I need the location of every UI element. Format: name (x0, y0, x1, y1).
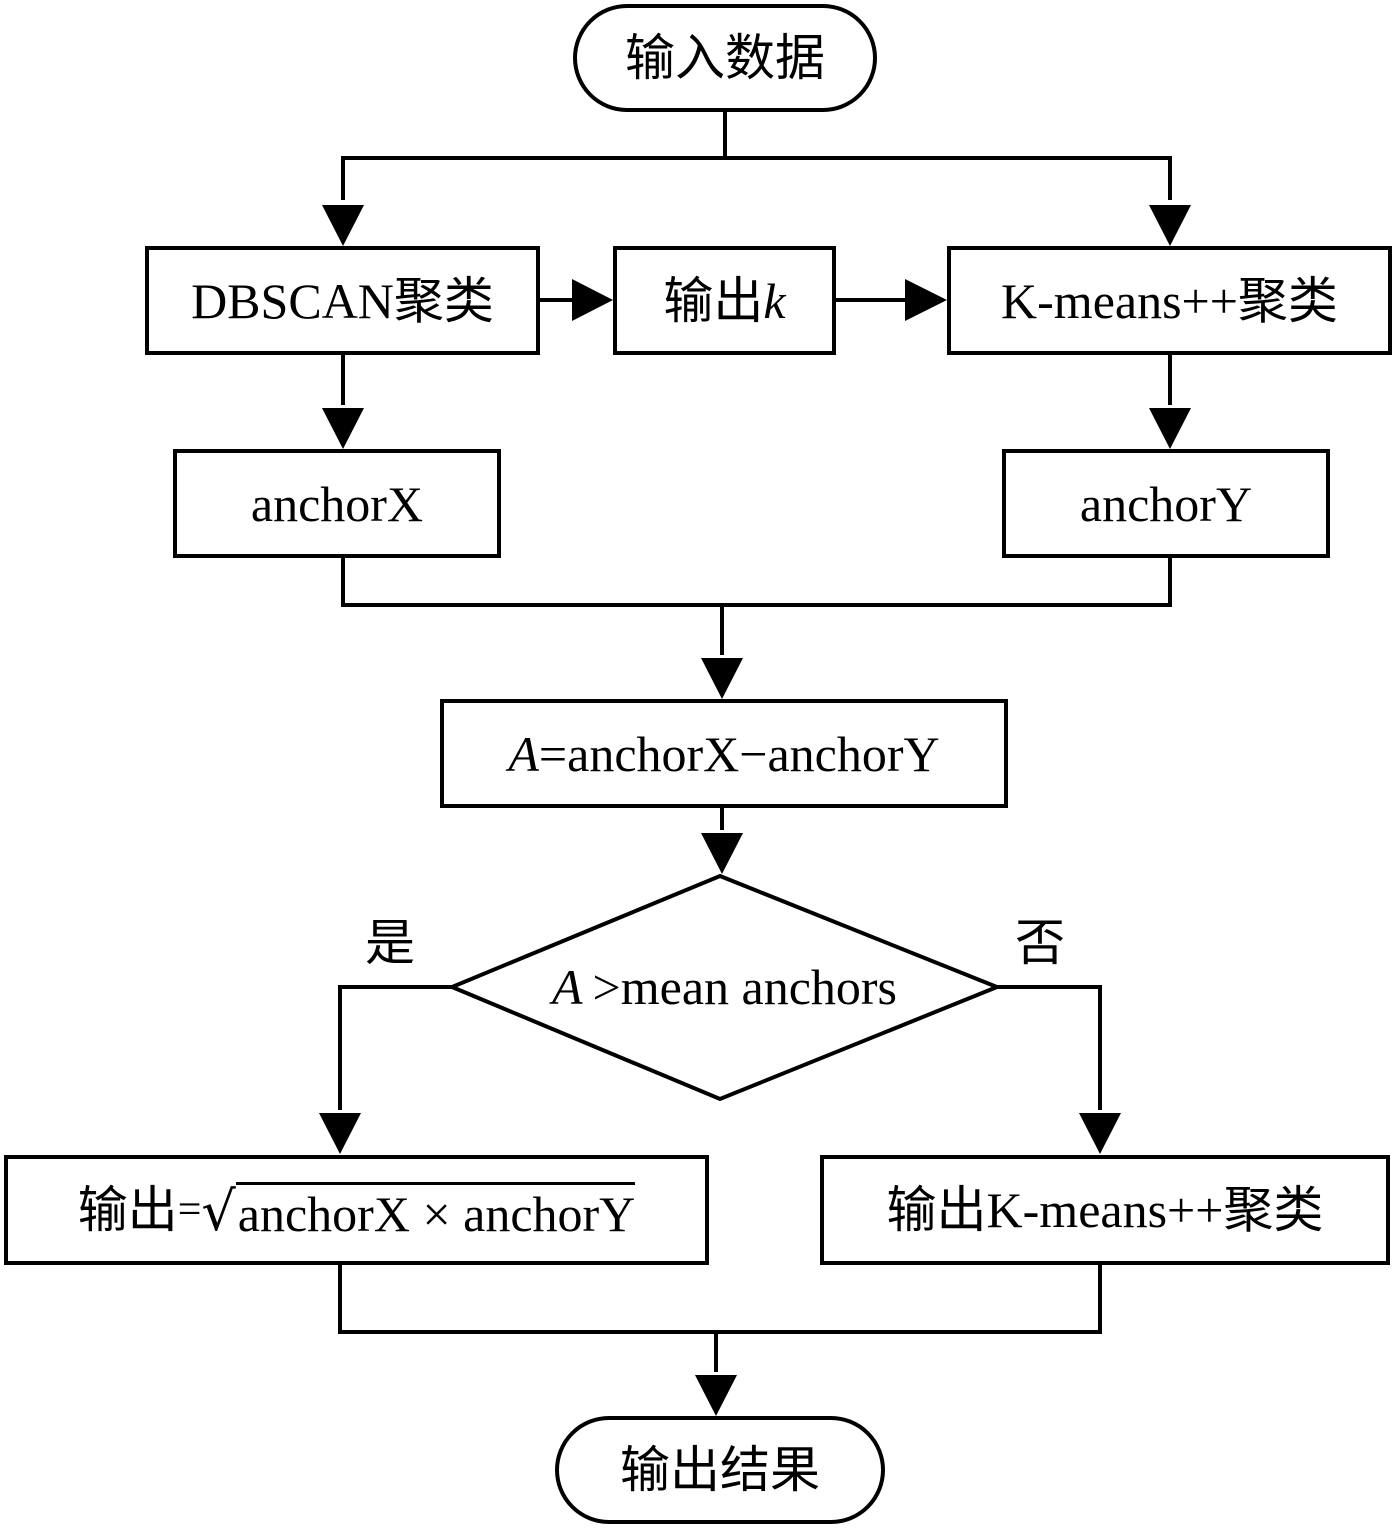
connector-input-split-right (725, 156, 1172, 200)
output-sqrt-radicand: anchorX × anchorY (235, 1181, 636, 1239)
branch-no-label: 否 (1015, 915, 1065, 971)
output-sqrt-box: 输出 = √ anchorX × anchorY (4, 1155, 709, 1265)
arrowhead-anchorx (322, 408, 364, 449)
output-k-var: k (763, 272, 786, 329)
decision-rest: >mean anchors (592, 959, 897, 1015)
sqrt-expression: √ anchorX × anchorY (201, 1179, 636, 1243)
formula-var: A (508, 725, 539, 782)
output-k-prefix: 输出 (663, 272, 764, 329)
start-terminal: 输入数据 (573, 4, 877, 112)
connector-outputs-merge (338, 1265, 1102, 1334)
anchory-box: anchorY (1002, 449, 1330, 558)
end-terminal: 输出结果 (555, 1416, 885, 1524)
output-sqrt-eq: = (177, 1187, 202, 1233)
formula-box: A=anchorX−anchorY (440, 699, 1008, 808)
decision-label: A>mean anchors (452, 960, 997, 1014)
connector-decision-no (995, 985, 1102, 1110)
dbscan-box: DBSCAN聚类 (145, 246, 540, 355)
branch-yes-label: 是 (365, 915, 415, 971)
connector-input-split (341, 112, 727, 200)
anchorx-box: anchorX (173, 449, 501, 558)
arrowhead-kmeans (1149, 205, 1191, 246)
arrowhead-decision (701, 833, 743, 874)
output-sqrt-prefix: 输出 (77, 1182, 178, 1238)
end-label: 输出结果 (620, 1442, 820, 1498)
arrowhead-dbscan (322, 205, 364, 246)
decision-diamond (446, 873, 1003, 1102)
arrowhead-result (695, 1375, 737, 1416)
arrowhead-outputk (572, 279, 613, 321)
output-kmeans-label: 输出K-means++聚类 (886, 1182, 1324, 1238)
kmeans-label: K-means++聚类 (1001, 272, 1338, 329)
anchorx-label: anchorX (250, 475, 424, 532)
dbscan-label: DBSCAN聚类 (191, 272, 494, 329)
radical-icon: √ (201, 1179, 236, 1243)
arrowhead-anchory (1149, 408, 1191, 449)
decision-var: A (551, 959, 583, 1015)
arrowhead-kmeans-in (905, 279, 947, 321)
formula-rest: =anchorX−anchorY (538, 725, 940, 782)
arrowhead-no (1079, 1113, 1121, 1154)
arrowhead-formula (701, 658, 743, 699)
start-label: 输入数据 (625, 30, 825, 86)
connector-anchors-merge (341, 558, 1172, 607)
arrowhead-yes (319, 1113, 361, 1154)
anchory-label: anchorY (1079, 475, 1253, 532)
connector-decision-yes (338, 985, 452, 1110)
output-kmeans-box: 输出K-means++聚类 (820, 1155, 1390, 1265)
kmeans-box: K-means++聚类 (947, 246, 1392, 355)
